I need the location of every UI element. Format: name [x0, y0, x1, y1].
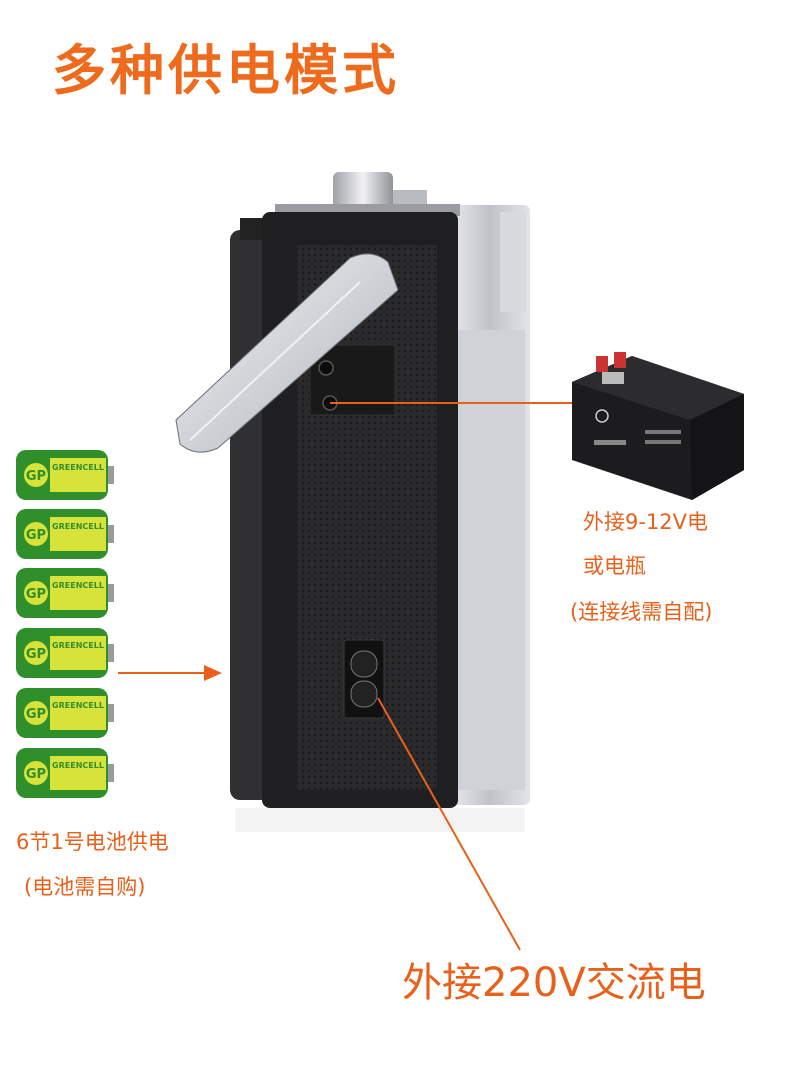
d-cell-battery: GP GREENCELL	[16, 509, 114, 559]
battery-brand-text: GP	[26, 707, 46, 722]
battery-model-text: GREENCELL	[52, 641, 104, 650]
external-battery-label-line1: 外接9-12V电	[583, 510, 709, 534]
d-cells-label-line1: 6节1号电池供电	[16, 830, 169, 854]
battery-brand-text: GP	[26, 587, 46, 602]
d-cell-battery: GP GREENCELL	[16, 688, 114, 738]
battery-model-text: GREENCELL	[52, 701, 104, 710]
external-battery-label-line3: (连接线需自配)	[570, 600, 713, 624]
carry-handle	[175, 253, 399, 453]
ac-connector-line	[377, 697, 521, 951]
battery-model-text: GREENCELL	[52, 463, 104, 472]
battery-model-text: GREENCELL	[52, 581, 104, 590]
d-cells-arrow-icon	[118, 665, 222, 681]
battery-brand-text: GP	[26, 647, 46, 662]
battery-model-text: GREENCELL	[52, 522, 104, 531]
battery-brand-text: GP	[26, 528, 46, 543]
d-cell-battery: GP GREENCELL	[16, 748, 114, 798]
radio-silver-side	[450, 205, 530, 805]
d-cell-battery: GP GREENCELL	[16, 628, 114, 678]
battery-model-text: GREENCELL	[52, 761, 104, 770]
page-title: 多种供电模式	[52, 39, 400, 102]
headphone-jack-icon	[318, 360, 334, 376]
d-cell-battery: GP GREENCELL	[16, 450, 114, 500]
d-cell-battery: GP GREENCELL	[16, 568, 114, 618]
ac-power-label: 外接220V交流电	[402, 960, 706, 1006]
external-battery-label-line2: 或电瓶	[583, 554, 646, 578]
lead-acid-battery-image	[572, 352, 744, 500]
ac-socket-icon	[343, 639, 385, 719]
floor-reflection	[235, 808, 525, 832]
battery-brand-text: GP	[26, 767, 46, 782]
battery-brand-text: GP	[26, 469, 46, 484]
d-cells-label-line2: (电池需自购)	[24, 875, 146, 899]
